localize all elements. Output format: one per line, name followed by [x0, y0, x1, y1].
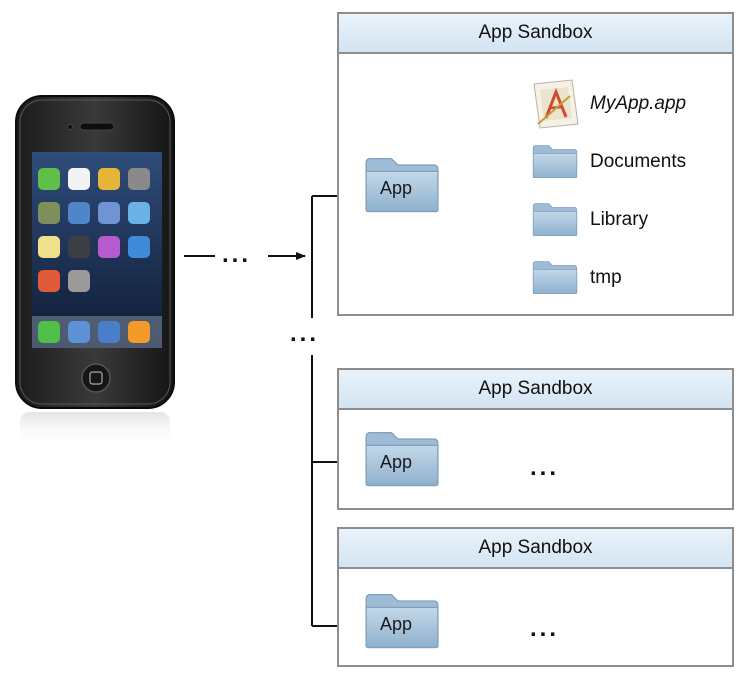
app-folder-label: App [380, 614, 413, 634]
folder-icon [532, 145, 578, 178]
phone-connector-ellipsis: ... [222, 241, 252, 268]
iphone-image [15, 95, 175, 446]
between-sandboxes-ellipsis: ... [290, 320, 320, 347]
sandbox-3-continuation: ... [530, 615, 560, 642]
app-bundle-icon [533, 79, 579, 129]
sandbox-title: App Sandbox [339, 529, 732, 569]
tmp-label: tmp [590, 267, 622, 288]
home-button-icon [81, 363, 111, 393]
sandbox-title: App Sandbox [339, 370, 732, 410]
documents-label: Documents [590, 151, 687, 172]
sandbox-title: App Sandbox [339, 14, 732, 54]
myapp-bundle-label: MyApp.app [590, 93, 687, 114]
app-folder-label: App [380, 452, 413, 472]
folder-icon [532, 203, 578, 236]
app-folder-label: App [380, 178, 413, 198]
sandbox-2-continuation: ... [530, 454, 560, 481]
app-icon-grid [32, 168, 162, 348]
library-label: Library [590, 209, 649, 230]
folder-icon [532, 261, 578, 294]
